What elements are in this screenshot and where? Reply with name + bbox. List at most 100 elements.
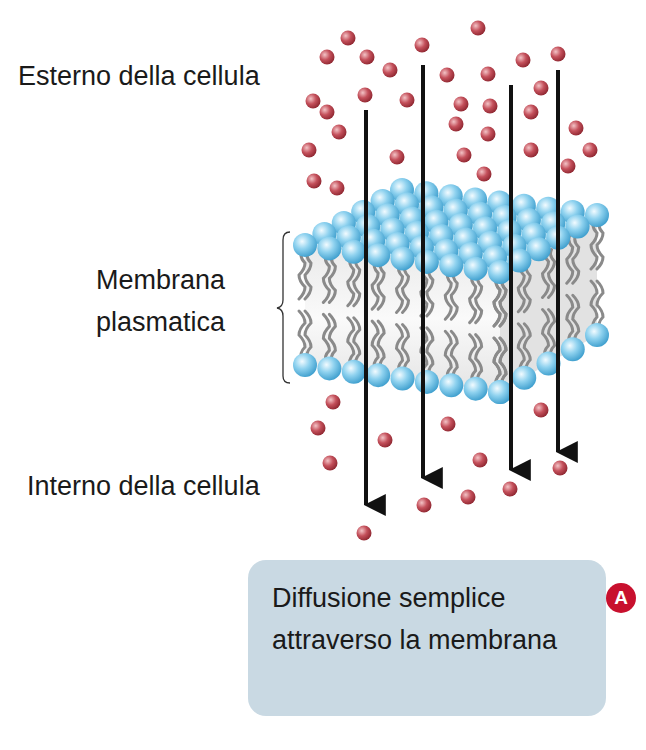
caption-box-text: Diffusione semplice attraverso la membra… — [272, 577, 586, 661]
phospholipid-head — [415, 250, 439, 274]
lipid-tail — [573, 295, 579, 343]
letter-badge: A — [606, 583, 636, 613]
phospholipid-head — [415, 370, 439, 394]
lipid-tail — [354, 318, 360, 366]
region-label: Interno della cellula — [27, 465, 260, 507]
region-label-text: Interno della cellula — [27, 465, 260, 507]
lipid-tail — [500, 338, 506, 386]
phospholipid-head — [366, 243, 390, 267]
solute-molecule — [320, 50, 335, 65]
solute-molecule — [441, 417, 456, 432]
lipid-tail — [597, 281, 603, 329]
lipid-tail — [476, 335, 482, 383]
solute-molecule — [332, 125, 347, 140]
region-label-text: Membrana plasmatica — [96, 259, 256, 343]
solute-molecule — [457, 148, 472, 163]
solute-molecule — [503, 482, 518, 497]
phospholipid-head — [366, 363, 390, 387]
solute-molecule — [320, 105, 335, 120]
phospholipid-head — [512, 366, 536, 390]
phospholipid-head — [585, 323, 609, 347]
solute-molecule — [400, 93, 415, 108]
lipid-tail — [329, 254, 335, 302]
lipid-tail — [451, 331, 457, 379]
solute-molecule — [551, 47, 566, 62]
letter-badge-text: A — [606, 583, 636, 613]
lipid-tail — [305, 311, 311, 359]
bracket — [277, 232, 290, 383]
solute-molecule — [306, 94, 321, 109]
lipid-tail — [500, 278, 506, 326]
solute-molecule — [390, 150, 405, 165]
phospholipid-head — [561, 337, 585, 361]
solute-molecule — [449, 117, 464, 132]
phospholipid-head — [488, 260, 512, 284]
solute-molecule — [473, 453, 488, 468]
solute-molecule — [326, 395, 341, 410]
solute-molecule — [360, 50, 375, 65]
solute-molecule — [440, 68, 455, 83]
solute-molecule — [323, 456, 338, 471]
region-label: Membrana plasmatica — [96, 259, 256, 343]
phospholipid-head — [488, 380, 512, 404]
solute-molecule — [454, 97, 469, 112]
solute-molecule — [358, 88, 373, 103]
lipid-tail — [451, 271, 457, 319]
phospholipid-head — [439, 373, 463, 397]
solute-molecule — [477, 167, 492, 182]
solute-molecule — [383, 63, 398, 78]
solute-molecule — [461, 490, 476, 505]
solute-molecule — [534, 81, 549, 96]
region-label: Esterno della cellula — [18, 55, 260, 97]
solute-molecule — [378, 433, 393, 448]
phospholipid-head — [317, 356, 341, 380]
solute-molecule — [311, 421, 326, 436]
solute-molecule — [481, 127, 496, 142]
phospholipid-head — [391, 367, 415, 391]
solute-molecule — [516, 53, 531, 68]
phospholipid-head — [488, 380, 512, 404]
lipid-tail — [354, 258, 360, 306]
lipid-tail — [427, 268, 433, 316]
lipid-tail — [329, 314, 335, 362]
solute-molecule — [302, 143, 317, 158]
solute-molecule — [481, 67, 496, 82]
solute-molecule — [415, 38, 430, 53]
solute-molecule — [561, 159, 576, 174]
diffusion-arrow — [556, 70, 560, 452]
phospholipid-head — [342, 360, 366, 384]
solute-molecule — [524, 105, 539, 120]
lipid-tail — [403, 265, 409, 313]
lipid-tail — [573, 235, 579, 283]
lipid-tail — [549, 250, 555, 298]
solute-molecule — [341, 31, 356, 46]
phospholipid-head — [464, 377, 488, 401]
lipid-tail — [403, 325, 409, 373]
lipid-tail — [500, 338, 506, 386]
solute-molecule — [583, 143, 598, 158]
lipid-tail — [500, 278, 506, 326]
phospholipid-head — [464, 257, 488, 281]
lipid-tail — [378, 261, 384, 309]
region-label-text: Esterno della cellula — [18, 55, 260, 97]
diffusion-arrow — [364, 110, 368, 505]
solute-molecule — [417, 498, 432, 513]
lipid-tail — [305, 251, 311, 299]
solute-molecule — [534, 403, 549, 418]
solute-molecule — [307, 174, 322, 189]
solute-molecule — [483, 99, 498, 114]
solute-molecule — [524, 143, 539, 158]
phospholipid-head — [293, 353, 317, 377]
lipid-tail — [597, 221, 603, 269]
solute-molecule — [471, 21, 486, 36]
lipid-tail — [427, 328, 433, 376]
diffusion-arrow — [421, 65, 425, 478]
phospholipid-head — [391, 247, 415, 271]
diffusion-arrow — [509, 85, 513, 470]
lipid-tail — [476, 275, 482, 323]
phospholipid-head — [439, 253, 463, 277]
solute-molecule — [569, 121, 584, 136]
solute-molecule — [330, 181, 345, 196]
phospholipid-head — [342, 240, 366, 264]
solute-molecule — [553, 461, 568, 476]
